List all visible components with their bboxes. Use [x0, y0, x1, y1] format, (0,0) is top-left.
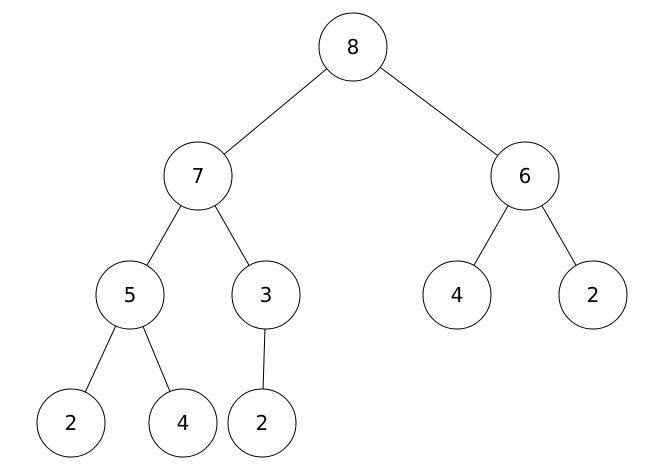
tree-node-n2: 7: [163, 141, 233, 211]
tree-node-circle: [318, 12, 388, 82]
tree-node-n5: 3: [231, 260, 301, 330]
tree-edge-n2-n5: [214, 205, 250, 266]
tree-node-label: 2: [65, 411, 78, 435]
tree-edge-n4-n9: [142, 326, 171, 392]
tree-edge-n4-n8: [84, 325, 117, 393]
tree-node-circle: [558, 260, 628, 330]
tree-node-label: 2: [256, 411, 269, 435]
tree-node-circle: [163, 141, 233, 211]
tree-node-label: 6: [519, 164, 532, 188]
tree-edge-n5-n10: [262, 328, 266, 390]
tree-edge-n1-n3: [379, 67, 499, 157]
tree-node-circle: [148, 388, 218, 458]
tree-node-label: 5: [124, 283, 137, 307]
tree-edge-n1-n2: [223, 68, 328, 155]
tree-node-label: 4: [177, 411, 190, 435]
tree-edges: [84, 67, 577, 393]
tree-node-n9: 4: [148, 388, 218, 458]
tree-node-n1: 8: [318, 12, 388, 82]
tree-node-n10: 2: [227, 388, 297, 458]
tree-edge-n2-n4: [146, 205, 182, 266]
tree-node-label: 8: [347, 35, 360, 59]
tree-node-circle: [231, 260, 301, 330]
tree-node-label: 3: [260, 283, 273, 307]
tree-node-n4: 5: [95, 260, 165, 330]
tree-node-circle: [95, 260, 165, 330]
tree-node-circle: [227, 388, 297, 458]
tree-node-circle: [490, 141, 560, 211]
tree-edge-n3-n6: [473, 205, 509, 266]
tree-node-n7: 2: [558, 260, 628, 330]
tree-node-label: 2: [587, 283, 600, 307]
tree-node-circle: [36, 388, 106, 458]
tree-node-circle: [422, 260, 492, 330]
tree-node-n3: 6: [490, 141, 560, 211]
tree-nodes: 8 7 6 5 3 4 2 2 4 2: [36, 12, 628, 458]
tree-node-label: 4: [451, 283, 464, 307]
tree-node-label: 7: [192, 164, 205, 188]
tree-node-n8: 2: [36, 388, 106, 458]
tree-node-n6: 4: [422, 260, 492, 330]
tree-edge-n3-n7: [541, 205, 577, 266]
